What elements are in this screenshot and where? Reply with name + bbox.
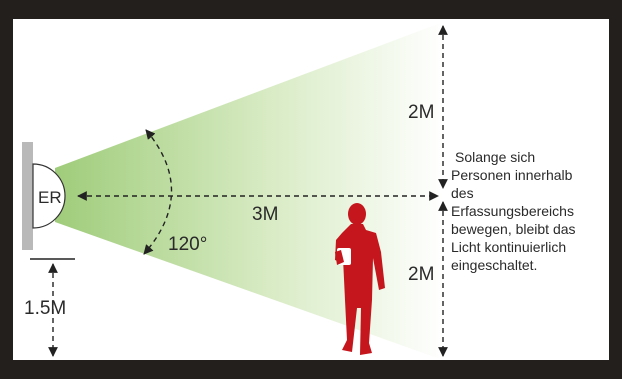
description-line: eingeschaltet.	[451, 257, 537, 273]
description-line: Personen innerhalb	[451, 167, 573, 183]
distance-label: 3M	[252, 204, 278, 225]
angle-label: 120°	[168, 234, 207, 255]
description-line: Erfassungsbereichs	[451, 203, 574, 219]
frame-bottom-bar	[0, 360, 622, 379]
sensor-mount	[22, 142, 33, 250]
lower-height-label: 2M	[408, 264, 434, 285]
description-line: des	[451, 185, 474, 201]
description-line: Solange sich	[455, 149, 535, 165]
sensor-label: ER	[38, 188, 62, 207]
sensor-dome	[32, 163, 66, 229]
frame-right-wall	[609, 0, 622, 379]
frame-left-wall	[0, 0, 13, 379]
description-line: bewegen, bleibt das	[451, 221, 576, 237]
description-line: Licht kontinuierlich	[451, 239, 566, 255]
description-text: Solange sich Personen innerhalb des Erfa…	[451, 149, 580, 273]
person-figure	[335, 203, 385, 355]
detection-cone	[55, 22, 443, 360]
frame-top-bar	[0, 0, 622, 19]
angle-arc	[143, 129, 173, 255]
upper-height-label: 2M	[408, 102, 434, 123]
mount-height-label: 1.5M	[24, 298, 66, 319]
